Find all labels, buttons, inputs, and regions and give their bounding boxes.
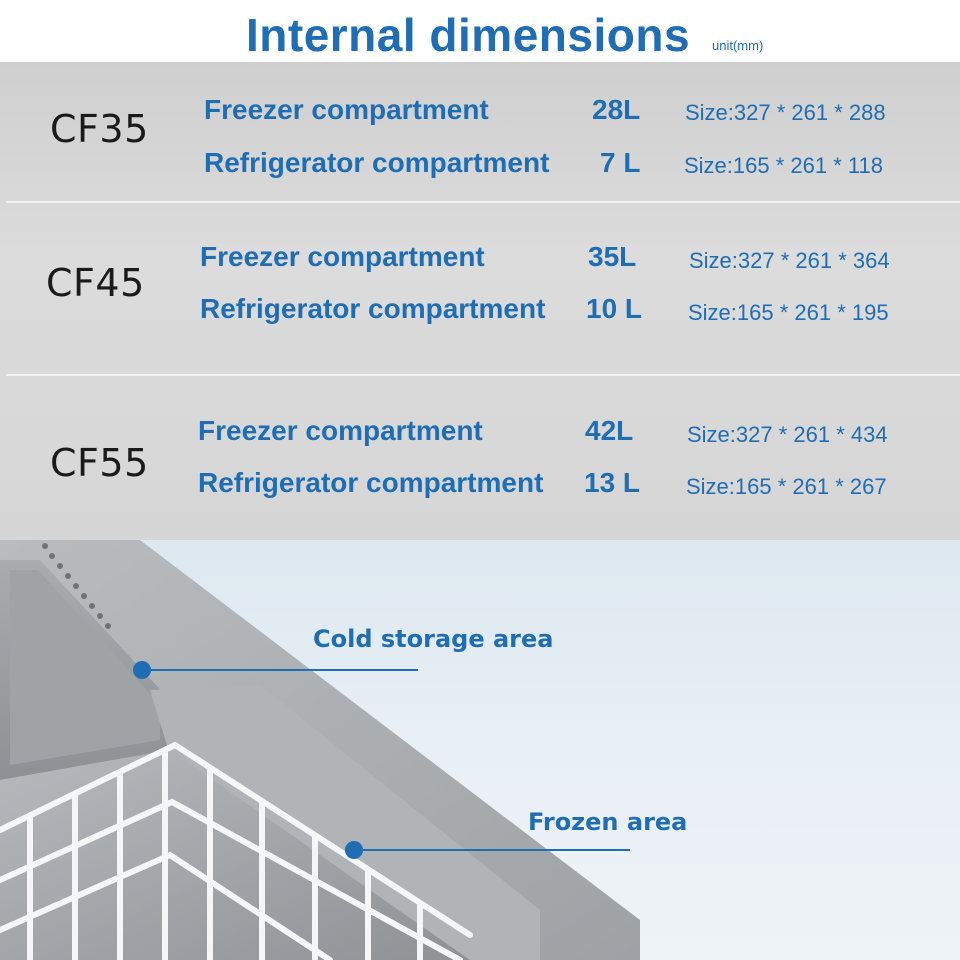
freezer-size: Size:327 * 261 * 364 <box>689 248 890 273</box>
model-name: CF55 <box>50 441 149 485</box>
refrigerator-size: Size:165 * 261 * 267 <box>686 474 887 499</box>
frozen-area-marker <box>345 841 363 859</box>
divider <box>6 374 960 376</box>
model-name: CF35 <box>50 107 149 151</box>
freezer-size: Size:327 * 261 * 288 <box>685 100 886 125</box>
model-name: CF45 <box>46 261 145 305</box>
model-block-cf35: CF35 Freezer compartment 28L Size:327 * … <box>0 62 960 202</box>
unit-note: unit(mm) <box>712 38 764 53</box>
refrigerator-size: Size:165 * 261 * 195 <box>688 300 889 325</box>
freezer-label: Freezer compartment <box>198 415 483 446</box>
dimensions-table: CF35 Freezer compartment 28L Size:327 * … <box>0 62 960 540</box>
refrigerator-volume: 10 L <box>586 293 643 324</box>
freezer-size: Size:327 * 261 * 434 <box>687 422 888 447</box>
refrigerator-size: Size:165 * 261 * 118 <box>684 153 883 178</box>
refrigerator-label: Refrigerator compartment <box>198 467 544 498</box>
model-block-cf55: CF55 Freezer compartment 42L Size:327 * … <box>0 376 960 540</box>
divider <box>6 201 960 203</box>
interior-photo: Cold storage area Frozen area <box>0 540 960 960</box>
freezer-volume: 35L <box>588 241 637 272</box>
refrigerator-label: Refrigerator compartment <box>200 293 546 324</box>
model-block-cf45: CF45 Freezer compartment 35L Size:327 * … <box>0 203 960 375</box>
freezer-volume: 28L <box>592 94 641 125</box>
freezer-label: Freezer compartment <box>204 94 489 125</box>
refrigerator-label: Refrigerator compartment <box>204 147 550 178</box>
frozen-area-label: Frozen area <box>528 808 688 836</box>
refrigerator-volume: 7 L <box>600 147 641 178</box>
refrigerator-volume: 13 L <box>584 467 641 498</box>
cold-storage-marker <box>133 661 151 679</box>
freezer-volume: 42L <box>585 415 634 446</box>
header: Internal dimensions unit(mm) <box>0 0 960 62</box>
page-title: Internal dimensions <box>246 9 691 61</box>
cold-storage-label: Cold storage area <box>313 625 554 653</box>
freezer-label: Freezer compartment <box>200 241 485 272</box>
fridge-interior-illustration <box>0 540 640 960</box>
